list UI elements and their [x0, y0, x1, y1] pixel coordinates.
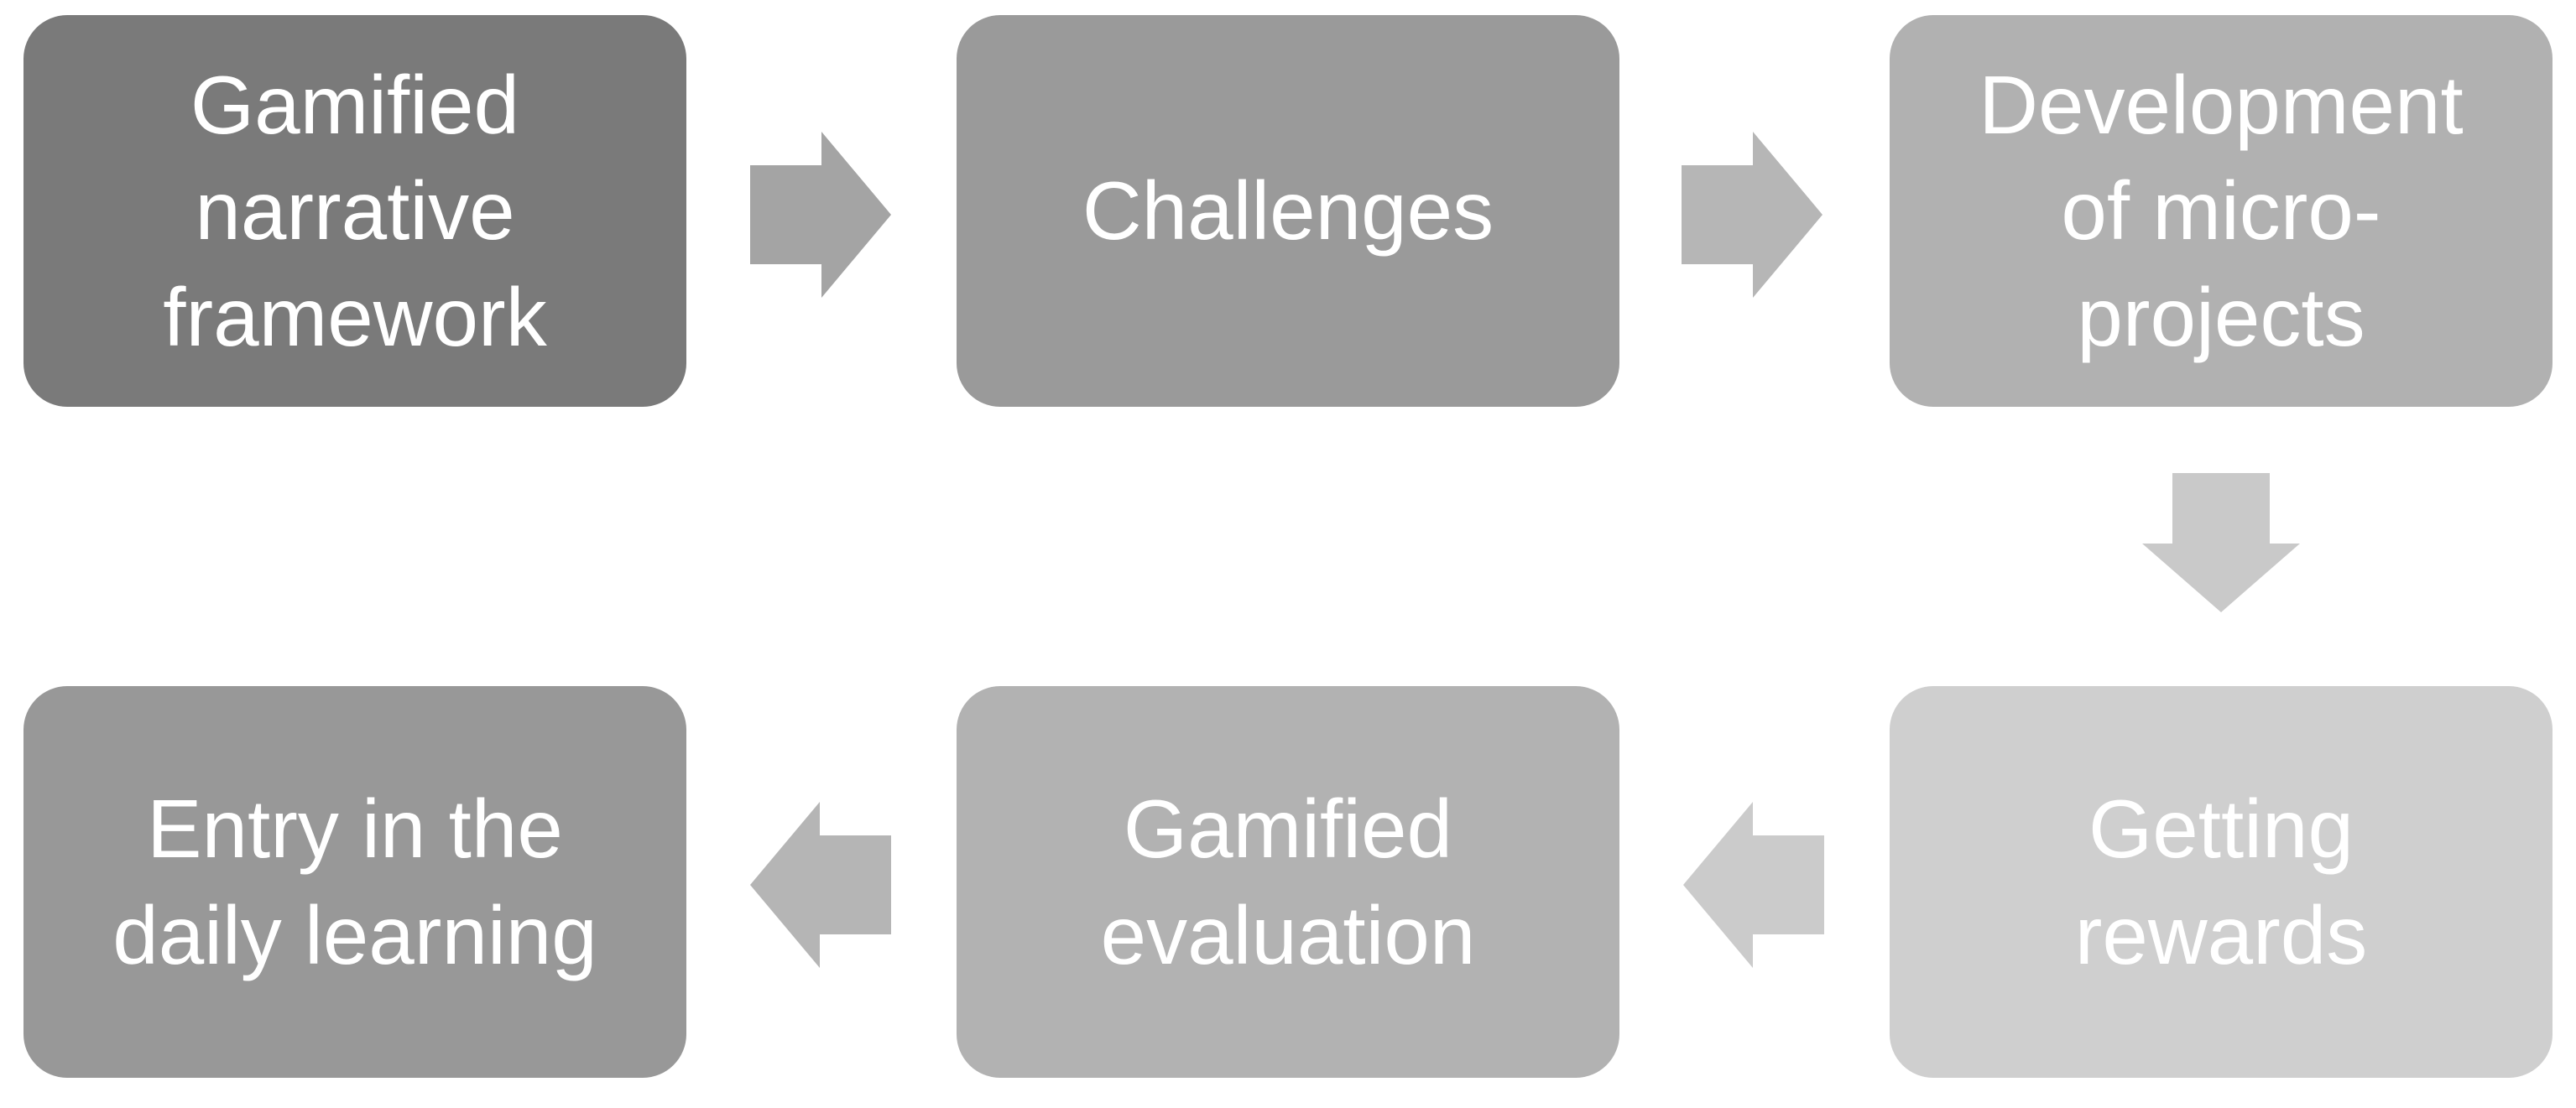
arrow-microprojects-to-rewards	[2142, 473, 2300, 612]
flow-step-gamified-evaluation: Gamified evaluation	[957, 686, 1619, 1078]
flow-step-getting-rewards: Getting rewards	[1890, 686, 2553, 1078]
arrow-evaluation-to-entry	[750, 802, 891, 968]
flow-step-development-of-micro-projects: Development of micro- projects	[1890, 15, 2553, 407]
left-arrow-icon	[1683, 802, 1824, 968]
right-arrow-icon	[750, 132, 891, 298]
flow-step-challenges: Challenges	[957, 15, 1619, 407]
right-arrow-icon	[1682, 132, 1822, 298]
arrow-framework-to-challenges	[750, 132, 891, 298]
left-arrow-icon	[750, 802, 891, 968]
flow-step-entry-in-the-daily-learning: Entry in the daily learning	[23, 686, 686, 1078]
flow-step-gamified-narrative-framework: Gamified narrative framework	[23, 15, 686, 407]
arrow-challenges-to-microprojects	[1682, 132, 1822, 298]
down-arrow-icon	[2142, 473, 2300, 612]
arrow-rewards-to-evaluation	[1683, 802, 1824, 968]
